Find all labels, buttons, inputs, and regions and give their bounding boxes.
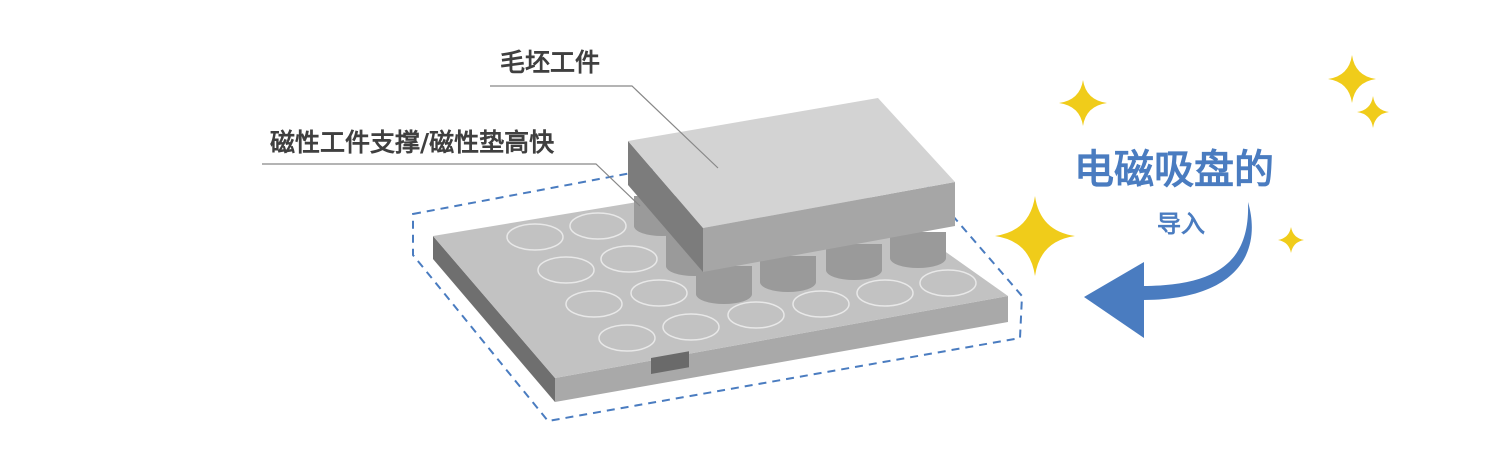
sparkle-icon (995, 196, 1075, 276)
title-sub: 导入 (1157, 210, 1205, 238)
workpiece-label: 毛坯工件 (500, 48, 600, 77)
sparkle-icon (1059, 80, 1107, 126)
title-main: 电磁吸盘的 (1074, 147, 1274, 193)
sparkle-icon (1328, 55, 1376, 103)
blank-workpiece (628, 98, 955, 272)
support-leader-line (262, 163, 641, 207)
workpiece-leader-line (490, 85, 719, 169)
chuck-area-outline (412, 125, 1024, 423)
support-label: 磁性工件支撑/磁性垫高快 (270, 128, 555, 157)
sparkle-icons (995, 55, 1389, 276)
import-arrow-icon (1084, 202, 1252, 338)
sparkle-icon (1357, 96, 1389, 128)
sparkle-icon (1278, 227, 1304, 253)
pole-circles (506, 212, 977, 352)
